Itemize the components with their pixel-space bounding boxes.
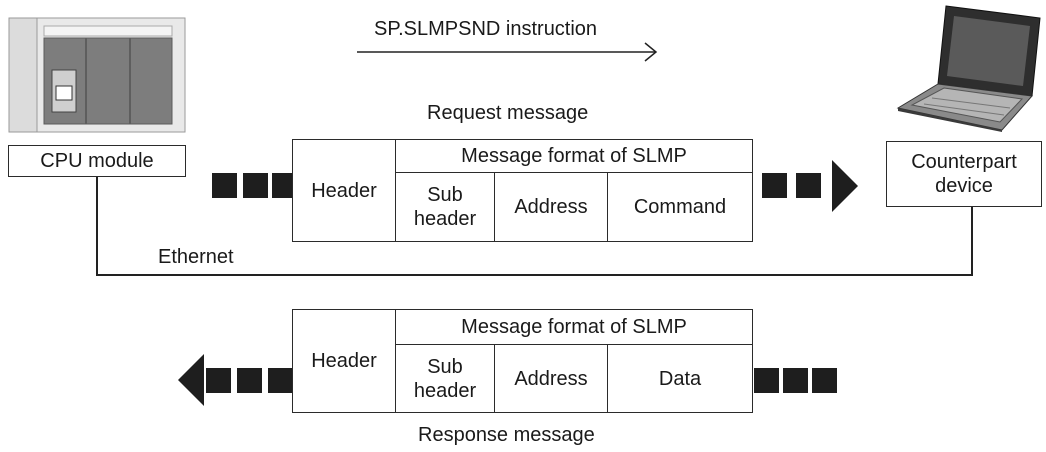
response-arrow-head — [178, 354, 204, 406]
request-command-cell: Command — [607, 172, 753, 242]
ethernet-cable — [96, 177, 973, 276]
response-dash-4 — [754, 368, 779, 393]
response-dash-3 — [268, 368, 293, 393]
request-dash-4 — [762, 173, 787, 198]
ethernet-label: Ethernet — [158, 246, 234, 268]
response-header-cell: Header — [292, 309, 396, 413]
request-address-cell: Address — [494, 172, 608, 242]
plc-module-icon — [8, 10, 186, 134]
instruction-label: SP.SLMPSND instruction — [374, 18, 598, 40]
request-dash-1 — [212, 173, 237, 198]
laptop-icon — [892, 4, 1042, 132]
response-dash-5 — [783, 368, 808, 393]
response-data-cell: Data — [607, 344, 753, 413]
response-message-title: Response message — [418, 424, 595, 446]
request-dash-5 — [796, 173, 821, 198]
cpu-module-label: CPU module — [8, 145, 186, 177]
response-format-title: Message format of SLMP — [395, 309, 753, 345]
response-dash-6 — [812, 368, 837, 393]
request-message-title: Request message — [427, 102, 589, 124]
request-arrow-head — [832, 160, 858, 212]
counterpart-device-label: Counterpart device — [886, 141, 1042, 207]
request-header-cell: Header — [292, 139, 396, 242]
request-dash-2 — [243, 173, 268, 198]
response-subheader-cell: Sub header — [395, 344, 495, 413]
request-subheader-cell: Sub header — [395, 172, 495, 242]
response-dash-1 — [206, 368, 231, 393]
response-address-cell: Address — [494, 344, 608, 413]
instruction-arrow-head — [644, 42, 658, 62]
response-dash-2 — [237, 368, 262, 393]
request-format-title: Message format of SLMP — [395, 139, 753, 173]
